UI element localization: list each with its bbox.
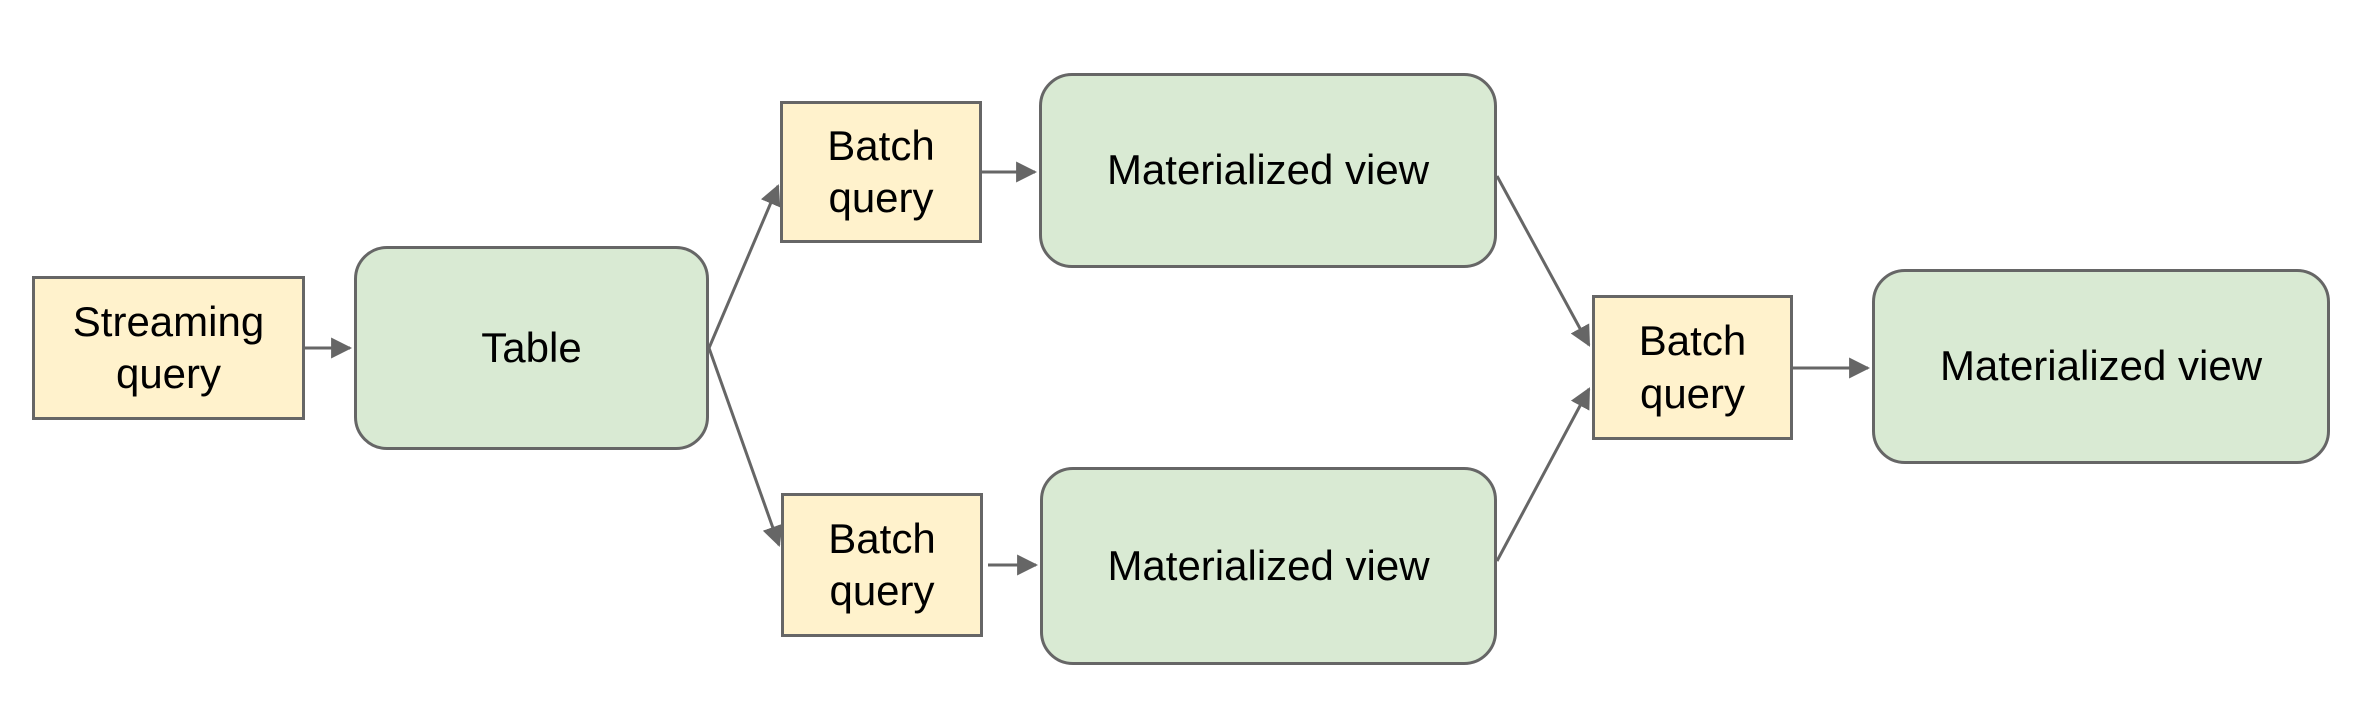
node-streaming-query-label: Streaming query	[72, 297, 265, 398]
node-batch-query-bottom-label: Batch query	[828, 514, 936, 615]
node-materialized-view-bottom: Materialized view	[1040, 467, 1497, 665]
node-materialized-view-bottom-label: Materialized view	[1107, 541, 1430, 589]
node-table-label: Table	[481, 323, 582, 371]
arrow-table-to-batch-query-top	[707, 184, 781, 349]
arrow-table-to-batch-query-bottom	[707, 347, 783, 547]
node-batch-query-right-label: Batch query	[1638, 317, 1747, 417]
node-materialized-view-final-label: Materialized view	[1939, 342, 2263, 390]
node-batch-query-bottom: Batch query	[781, 493, 983, 637]
arrow-materialized-view-top-to-batch-query-right	[1495, 175, 1591, 347]
node-materialized-view-final: Materialized view	[1872, 269, 2330, 464]
node-materialized-view-top-label: Materialized view	[1106, 146, 1430, 194]
arrow-materialized-view-bottom-to-batch-query-right	[1495, 387, 1591, 562]
node-materialized-view-top: Materialized view	[1039, 73, 1497, 268]
node-batch-query-top: Batch query	[780, 101, 982, 243]
node-table: Table	[354, 246, 709, 450]
node-batch-query-right: Batch query	[1592, 295, 1793, 440]
node-streaming-query: Streaming query	[32, 276, 305, 420]
node-batch-query-top-label: Batch query	[827, 121, 935, 222]
